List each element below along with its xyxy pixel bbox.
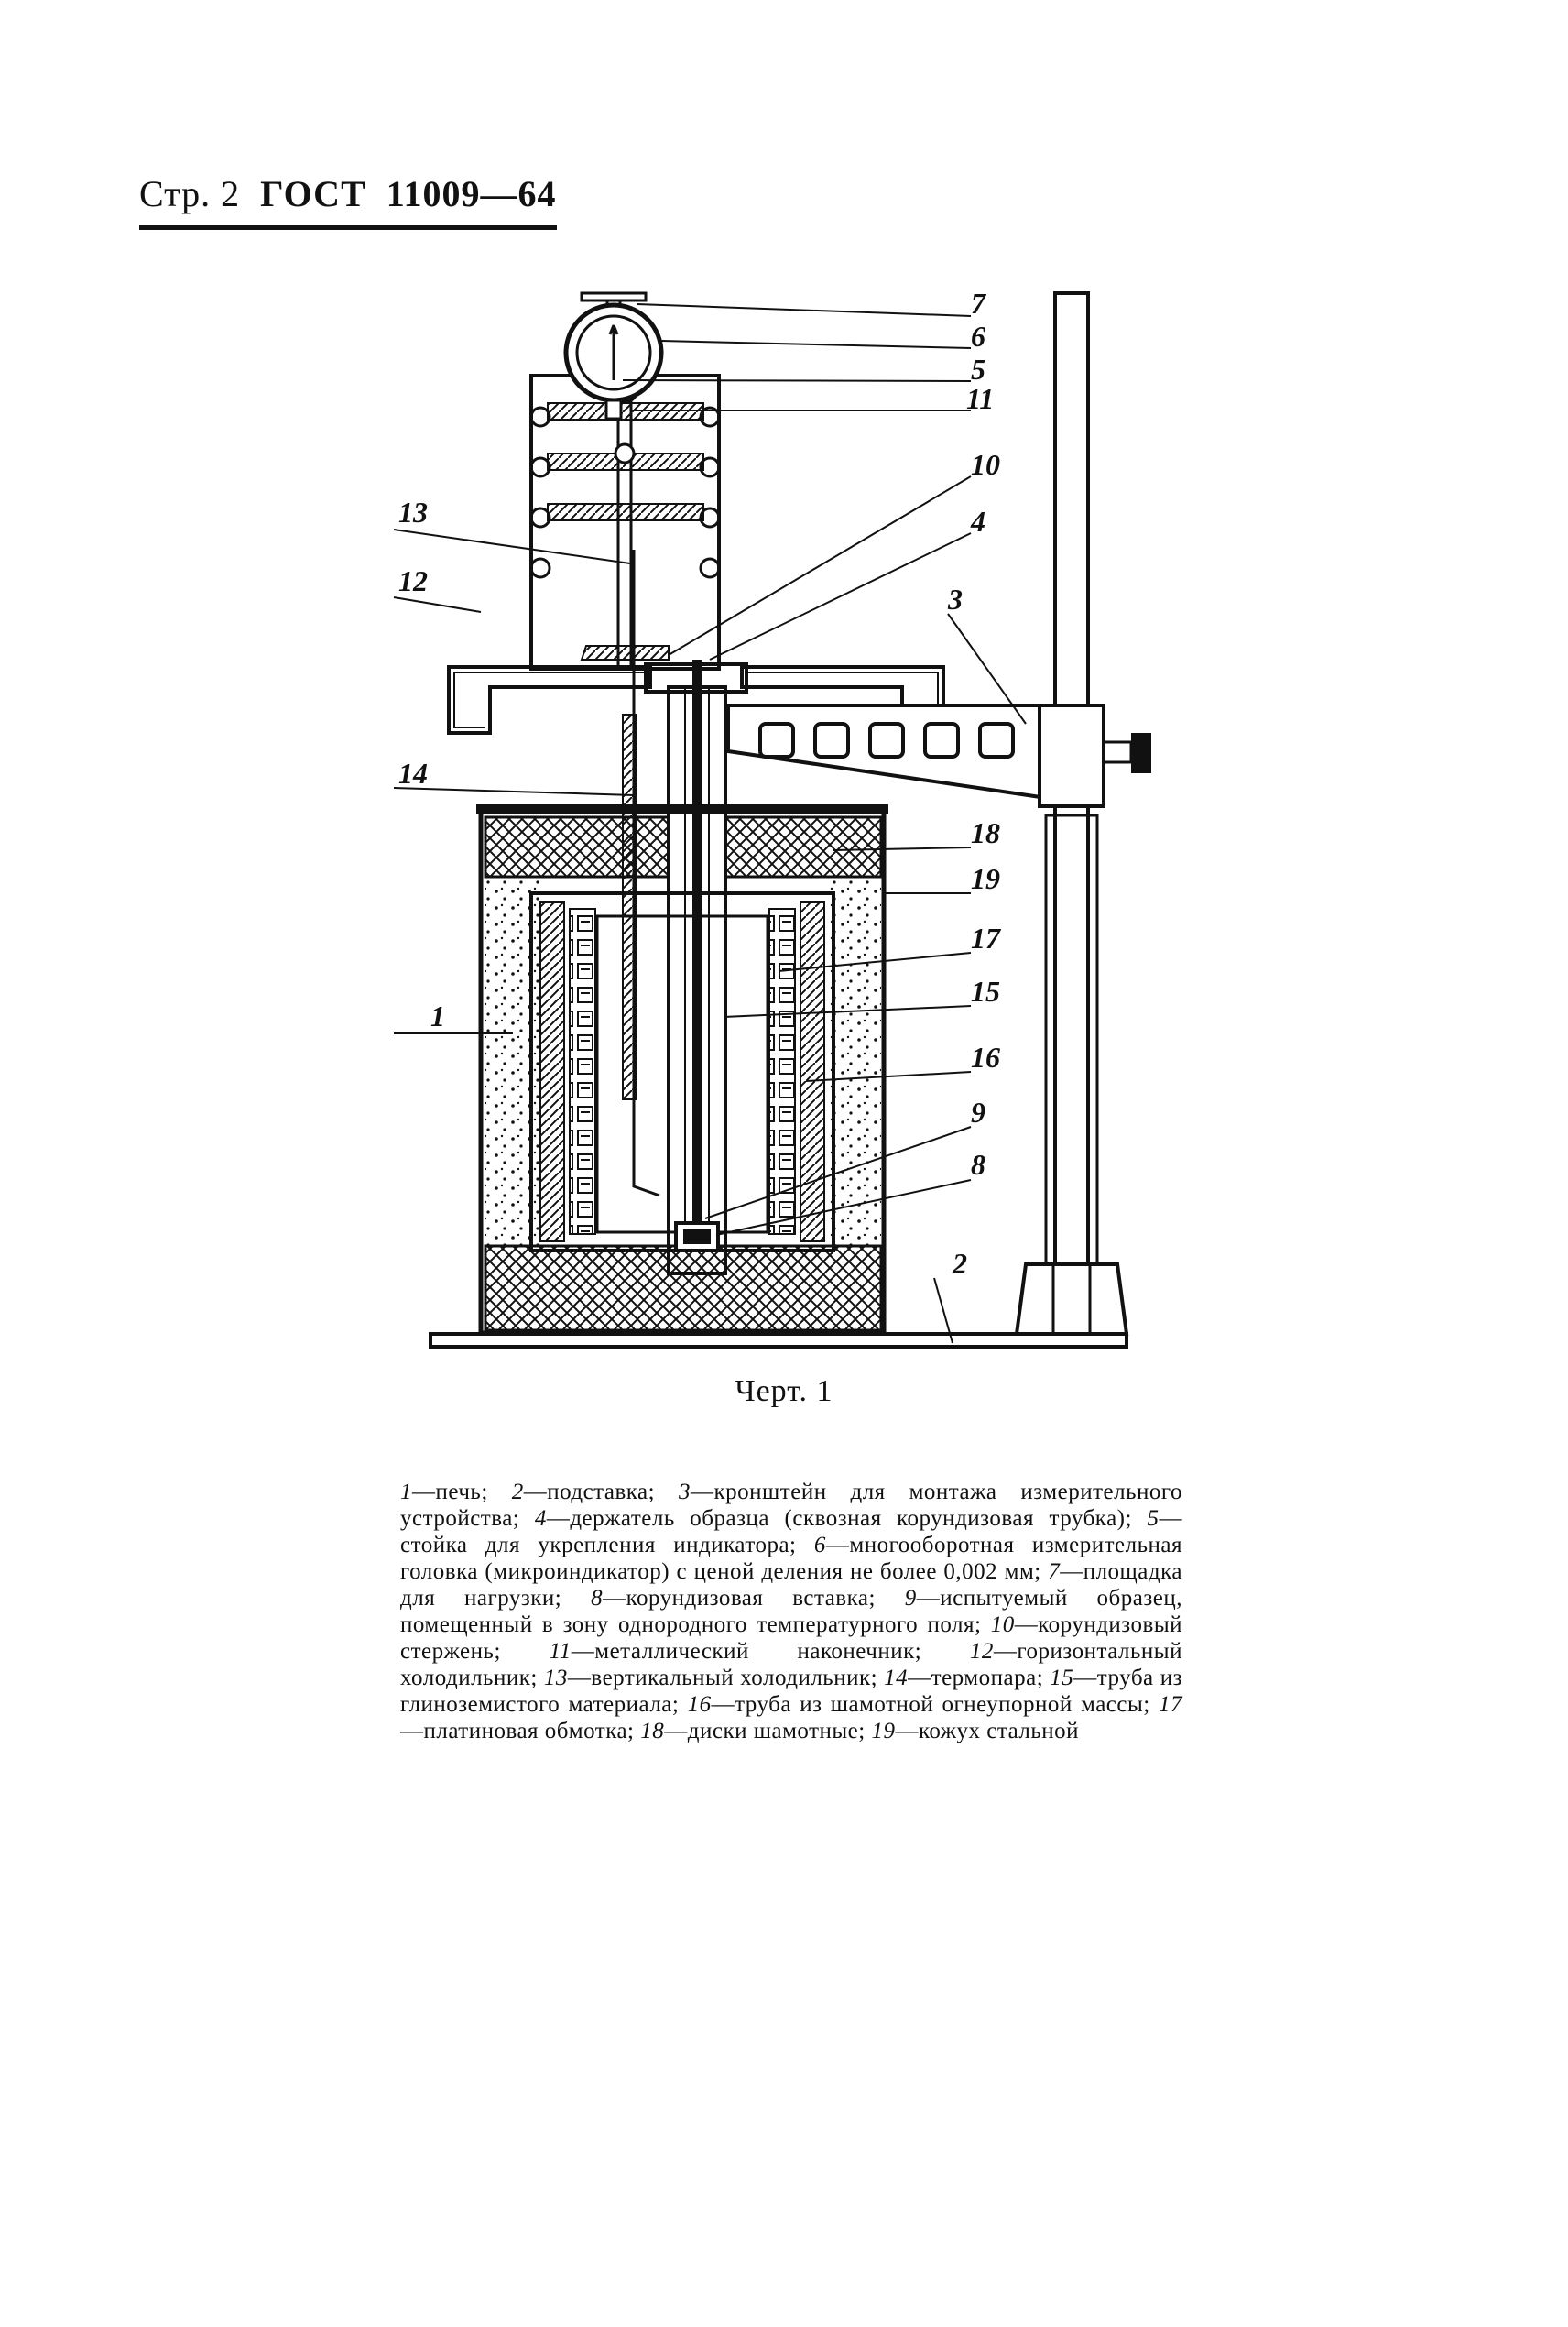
- apparatus-drawing: 7 6 5 11 10 4 3 13 12 14 18 19 17 15 16 …: [393, 287, 1200, 1356]
- callout-9: 9: [971, 1096, 985, 1129]
- callout-17: 17: [971, 922, 1002, 955]
- bracket-and-stand: [726, 291, 1151, 1336]
- callout-3: 3: [947, 583, 963, 616]
- callout-12: 12: [398, 564, 428, 597]
- callout-19: 19: [971, 862, 1000, 895]
- leader-lines: [393, 303, 1027, 1344]
- page-number: Стр. 2: [139, 173, 241, 214]
- callout-14: 14: [398, 757, 428, 790]
- sample-holder: [622, 550, 727, 1275]
- figure-caption: Черт. 1: [735, 1374, 833, 1408]
- callout-8: 8: [971, 1148, 985, 1181]
- legend-item: 14—термопара;: [884, 1666, 1051, 1690]
- legend-item: 3—кронштейн для монтажа измерительного у…: [400, 1480, 1182, 1531]
- legend-item: 4—держатель образца (сквозная корундизов…: [534, 1506, 1148, 1531]
- page-header: Стр. 2 ГОСТ 11009—64: [139, 176, 557, 230]
- figure-legend: 1—печь; 2—подставка; 3—кронштейн для мон…: [400, 1479, 1182, 1744]
- callout-4: 4: [970, 505, 985, 538]
- vertical-cooler-coil: [529, 374, 721, 671]
- callout-13: 13: [398, 496, 428, 529]
- legend-item: 5—стойка для укрепления индикатора;: [400, 1506, 1183, 1557]
- legend-item: 19—кожух стальной: [871, 1719, 1080, 1743]
- standard-label: ГОСТ: [260, 173, 366, 214]
- callout-5: 5: [971, 353, 985, 386]
- legend-item: 12—горизонтальный холодильник;: [400, 1639, 1182, 1690]
- callout-16: 16: [971, 1041, 1000, 1074]
- legend-item: 15—труба из глиноземистого материала;: [400, 1666, 1182, 1717]
- callout-6: 6: [971, 320, 985, 353]
- legend-item: 10—корундизовый стержень;: [400, 1612, 1182, 1664]
- callout-2: 2: [952, 1247, 967, 1280]
- callout-11: 11: [966, 382, 994, 415]
- legend-item: 7—площадка для нагрузки;: [400, 1559, 1182, 1611]
- callout-1: 1: [430, 1000, 445, 1032]
- legend-item: 13—вертикальный холодильник;: [543, 1666, 885, 1690]
- callout-numbers: 7 6 5 11 10 4 3 13 12 14 18 19 17 15 16 …: [398, 287, 1002, 1280]
- callout-18: 18: [971, 816, 1000, 849]
- legend-item: 11—металлический наконечник;: [549, 1639, 970, 1664]
- legend-item: 6—многооборотная измерительная головка (…: [400, 1533, 1182, 1584]
- callout-15: 15: [971, 975, 1000, 1008]
- legend-item: 8—корундизовая вставка;: [591, 1586, 905, 1611]
- legend-item: 18—диски шамотные;: [640, 1719, 872, 1743]
- callout-10: 10: [971, 448, 1000, 481]
- legend-item: 1—печь;: [400, 1480, 512, 1504]
- furnace: [429, 804, 1128, 1349]
- standard-number: 11009—64: [386, 173, 557, 214]
- legend-item: 9—испытуемый образец, помещенный в зону …: [400, 1586, 1182, 1637]
- legend-item: 17—платиновая обмотка;: [400, 1692, 1182, 1743]
- legend-item: 16—труба из шамотной огнеупорной массы;: [687, 1692, 1159, 1717]
- callout-7: 7: [971, 287, 987, 320]
- dial-indicator: [563, 291, 664, 421]
- legend-item: 2—подставка;: [511, 1480, 680, 1504]
